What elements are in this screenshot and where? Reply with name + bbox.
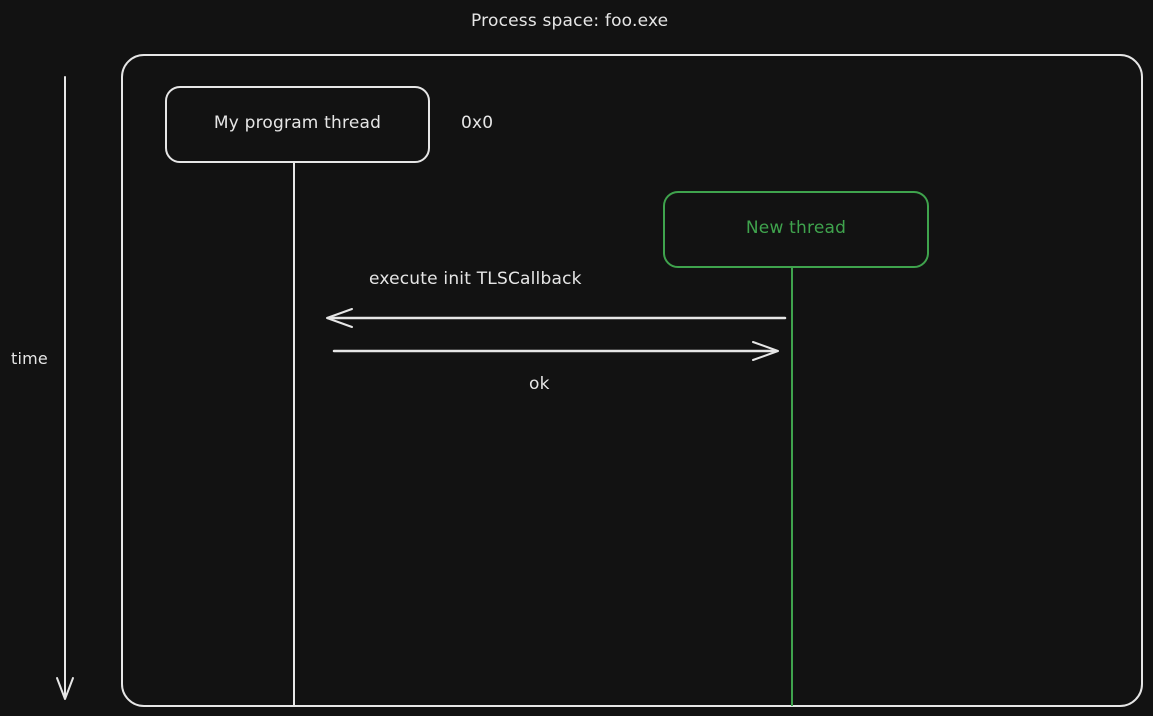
reply-arrow xyxy=(332,341,779,361)
new-thread-box xyxy=(663,191,929,268)
call-arrow xyxy=(326,308,787,328)
call-message-label: execute init TLSCallback xyxy=(369,269,582,289)
time-axis xyxy=(56,76,74,700)
time-label: time xyxy=(11,349,48,368)
reply-message-label: ok xyxy=(529,374,550,394)
new-thread-label: New thread xyxy=(745,218,847,238)
process-space-title: Process space: foo.exe xyxy=(471,11,669,31)
main-thread-box xyxy=(165,86,430,163)
address-label: 0x0 xyxy=(461,113,494,133)
main-thread-label: My program thread xyxy=(213,113,382,133)
process-space-frame xyxy=(121,54,1143,707)
